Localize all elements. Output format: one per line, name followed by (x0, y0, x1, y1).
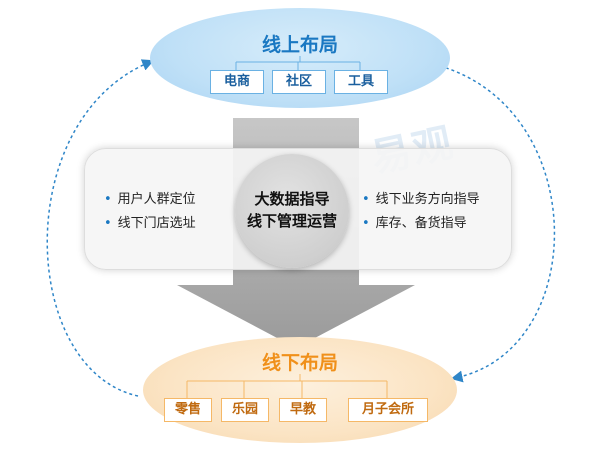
core-circle (235, 154, 349, 268)
right-cycle-arrow (439, 65, 556, 383)
left-point-1: •用户人群定位 (104, 192, 196, 207)
offline-layout-ellipse (143, 337, 457, 443)
online-tag-tools: 工具 (334, 70, 388, 94)
left-point-2: •线下门店选址 (104, 216, 196, 231)
bullet-dot: • (362, 216, 370, 231)
online-layout-title: 线上布局 (261, 34, 338, 56)
bullet-dot: • (104, 216, 112, 231)
offline-tag-early-education: 早教 (279, 398, 327, 422)
online-tag-ecommerce: 电商 (210, 70, 264, 94)
right-point-1: •线下业务方向指导 (362, 192, 480, 207)
offline-tag-maternity-center: 月子会所 (348, 398, 428, 422)
right-point-2: •库存、备货指导 (362, 216, 467, 231)
core-text-line1: 大数据指导 (254, 190, 330, 208)
core-text-line2: 线下管理运营 (246, 212, 337, 230)
offline-layout-title: 线下布局 (261, 352, 338, 374)
bullet-dot: • (362, 192, 370, 207)
left-cycle-arrow (46, 59, 155, 397)
online-tag-community: 社区 (272, 70, 326, 94)
offline-tag-park: 乐园 (221, 398, 269, 422)
bullet-dot: • (104, 192, 112, 207)
offline-tag-retail: 零售 (164, 398, 212, 422)
